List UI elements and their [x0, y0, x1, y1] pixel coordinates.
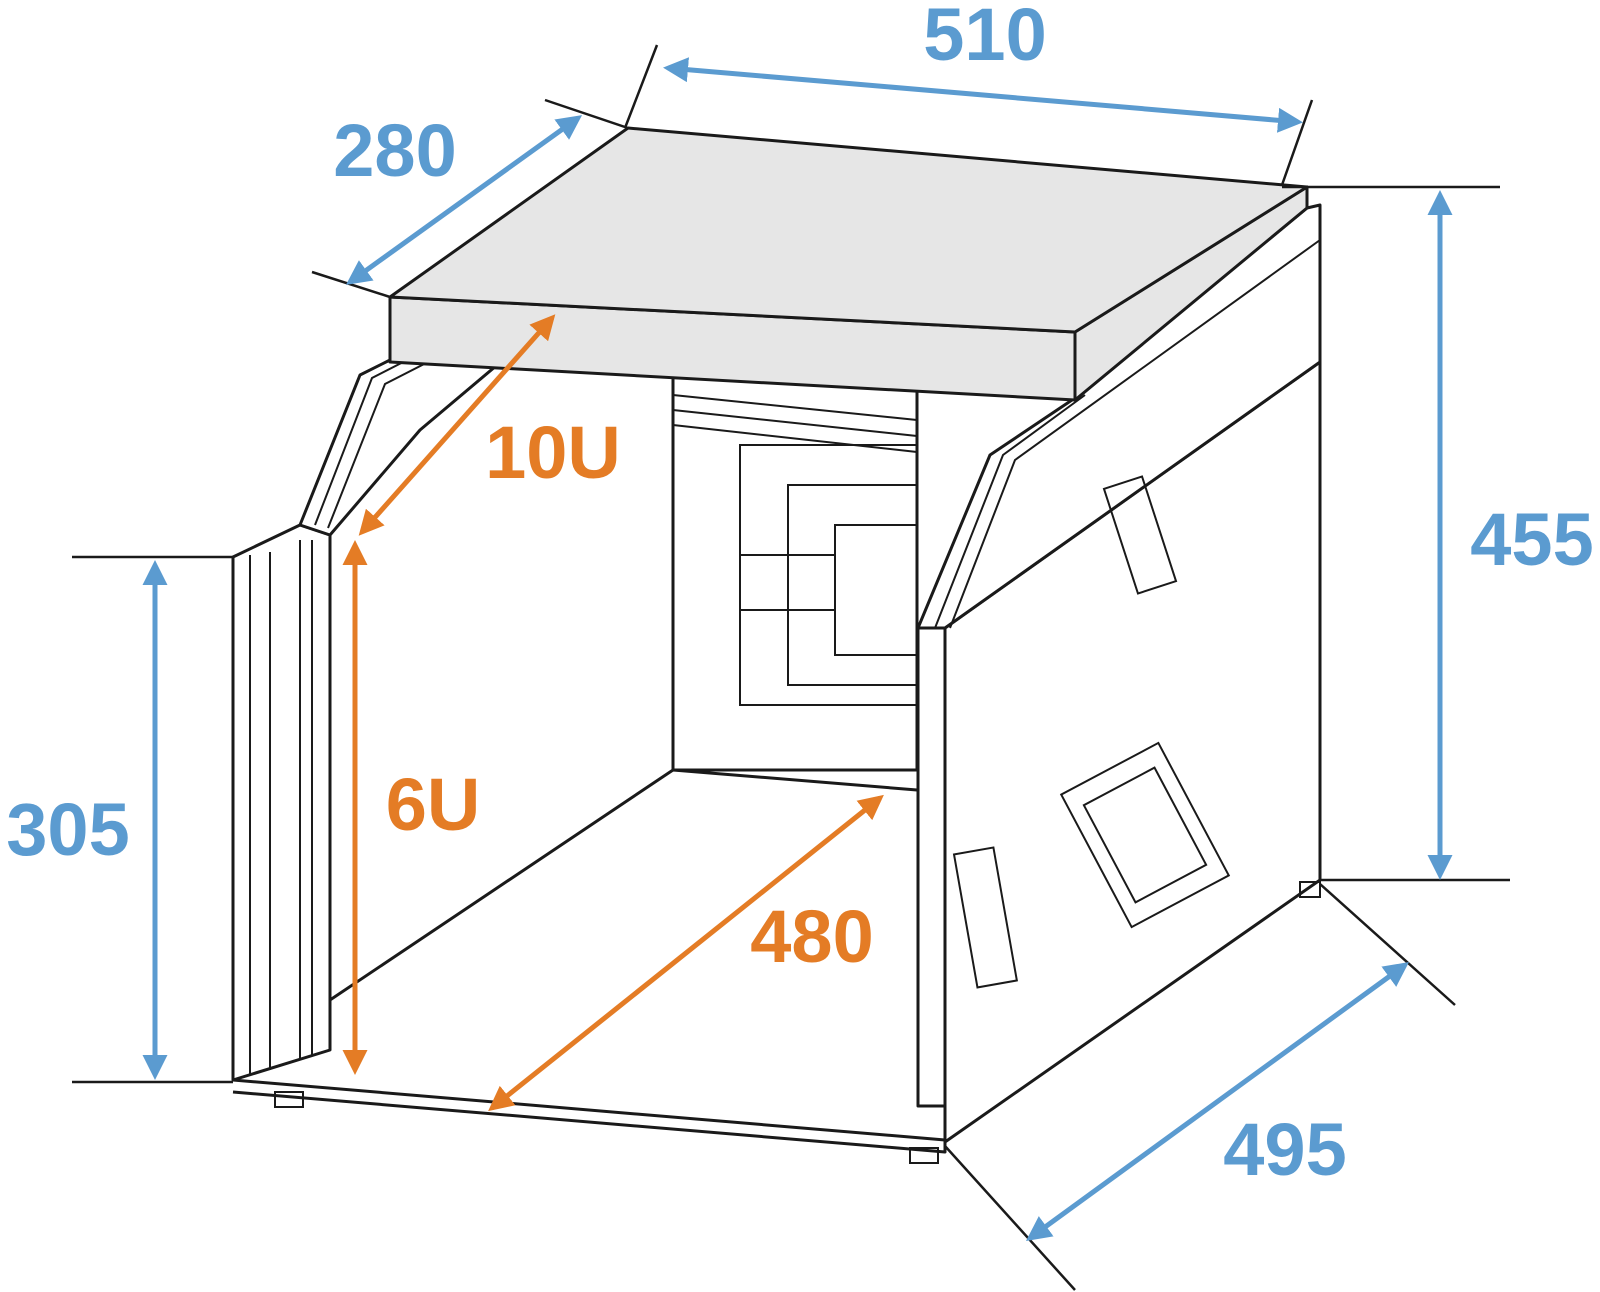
width-label: 510 — [923, 0, 1046, 76]
top-extension-lines — [311, 44, 1314, 299]
right-slope-panel — [916, 203, 1322, 630]
top-latch — [1102, 475, 1178, 595]
extension-lines — [72, 44, 1510, 1291]
left-post-lines — [249, 540, 313, 1075]
left-extension-lines — [72, 555, 233, 1084]
side-handle-grip — [1082, 766, 1208, 904]
back-bracket — [739, 554, 836, 611]
back-rail-lines — [672, 394, 918, 453]
foot — [1299, 881, 1321, 898]
foot — [274, 1091, 304, 1108]
front-bottom-edge — [232, 1078, 947, 1154]
inner-dimension-arrows — [342, 314, 884, 1112]
side-handle — [1059, 741, 1231, 929]
bottom-extension-lines — [944, 883, 1456, 1291]
foot — [909, 1147, 939, 1164]
right-front-post — [916, 626, 947, 1108]
upper-rack-arrow — [358, 314, 556, 536]
total-height-label: 455 — [1470, 498, 1593, 581]
lower-rack-label: 6U — [386, 763, 481, 846]
dimension-labels: 510 280 455 305 495 10U 6U 480 — [6, 0, 1593, 1191]
right-slope-edge-lines — [934, 239, 1321, 629]
left-front-post — [231, 523, 332, 1082]
side-latch — [952, 846, 1019, 989]
rack-depth-label: 480 — [750, 895, 873, 978]
outer-dimension-arrows — [142, 57, 1453, 1241]
right-extension-lines — [1282, 185, 1510, 882]
upper-rack-label: 10U — [485, 411, 621, 494]
width-arrow — [663, 57, 1303, 133]
depth-arrow — [1025, 962, 1410, 1241]
depth-label: 495 — [1223, 1108, 1346, 1191]
lid-depth-label: 280 — [333, 109, 456, 192]
front-height-label: 305 — [6, 788, 129, 871]
back-wall — [671, 321, 919, 772]
case-drawing — [231, 126, 1322, 1164]
rack-depth-arrow — [488, 794, 884, 1112]
lid-depth-arrow — [345, 115, 583, 285]
